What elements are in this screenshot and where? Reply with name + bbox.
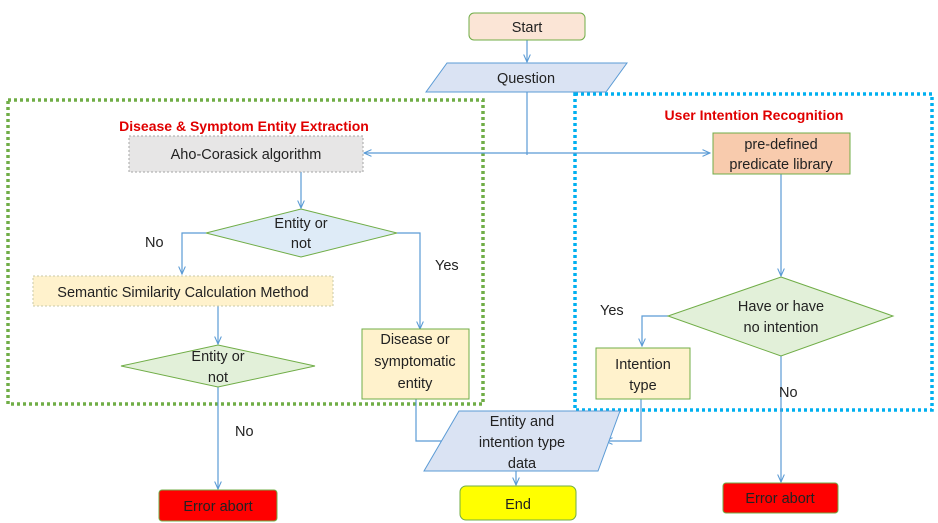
disease-entity-node: Disease or symptomatic entity xyxy=(361,328,470,400)
entity-decision-2-line-2: not xyxy=(208,370,228,386)
question-node: Question xyxy=(425,62,628,93)
entity-decision-2: Entity or not xyxy=(120,344,316,388)
combined-data-node: Entity and intention type data xyxy=(423,410,621,472)
intention-decision: Have or have no intention xyxy=(666,276,895,357)
error-abort-left-node: Error abort xyxy=(158,489,278,522)
entity-decision-2-line-1: Entity or xyxy=(191,349,244,365)
decision-no-branch-arrow xyxy=(182,232,206,274)
end-node: End xyxy=(459,485,577,521)
user-intention-group xyxy=(573,92,934,412)
end-label: End xyxy=(505,497,531,513)
question-label: Question xyxy=(497,71,555,87)
aho-corasick-label: Aho-Corasick algorithm xyxy=(171,147,322,163)
right-group-title: User Intention Recognition xyxy=(665,107,844,123)
no-label-right: No xyxy=(779,385,798,401)
yes-label-left: Yes xyxy=(435,258,459,274)
predicate-library-line-2: predicate library xyxy=(729,157,833,173)
error-abort-left-label: Error abort xyxy=(183,499,252,515)
disease-entity-line-2: symptomatic xyxy=(374,354,455,370)
combined-data-line-2: intention type xyxy=(479,435,565,451)
entity-decision-1-line-1: Entity or xyxy=(274,216,327,232)
disease-entity-line-3: entity xyxy=(398,376,433,392)
intention-yes-branch-arrow xyxy=(642,315,668,346)
disease-symptom-group xyxy=(6,98,485,406)
entity-decision-1: Entity or not xyxy=(205,208,398,258)
semantic-method-label: Semantic Similarity Calculation Method xyxy=(57,285,308,301)
predicate-library-node: pre-defined predicate library xyxy=(712,132,851,175)
combined-data-line-3: data xyxy=(508,456,537,472)
error-abort-right-node: Error abort xyxy=(722,482,839,514)
left-group-title: Disease & Symptom Entity Extraction xyxy=(119,118,369,134)
yes-label-right: Yes xyxy=(600,303,624,319)
predicate-library-line-1: pre-defined xyxy=(744,137,817,153)
intention-decision-line-2: no intention xyxy=(744,320,819,336)
decision-yes-branch-arrow xyxy=(397,232,420,329)
combined-data-line-1: Entity and xyxy=(490,414,555,430)
intention-type-node: Intention type xyxy=(595,347,691,400)
disease-to-data-arrow xyxy=(415,399,452,441)
connector-lines xyxy=(182,40,781,489)
aho-corasick-node: Aho-Corasick algorithm xyxy=(128,135,364,173)
start-label: Start xyxy=(512,20,543,36)
no-label-bottom: No xyxy=(235,424,254,440)
disease-entity-line-1: Disease or xyxy=(380,332,449,348)
start-node: Start xyxy=(468,12,586,41)
intention-decision-line-1: Have or have xyxy=(738,299,824,315)
intention-type-line-1: Intention xyxy=(615,357,671,373)
semantic-method-node: Semantic Similarity Calculation Method xyxy=(32,275,334,307)
intention-type-line-2: type xyxy=(629,378,656,394)
intention-type-to-data-arrow xyxy=(605,399,642,441)
error-abort-right-label: Error abort xyxy=(745,491,814,507)
no-label-left: No xyxy=(145,235,164,251)
entity-decision-1-line-2: not xyxy=(291,236,311,252)
